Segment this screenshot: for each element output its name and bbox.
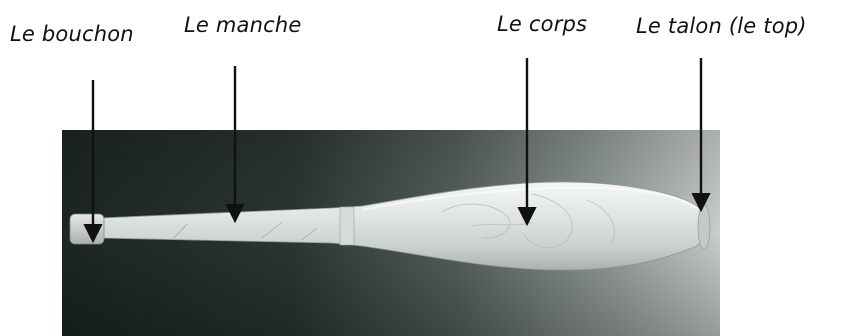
club-knob [698,205,710,249]
club-end-cap [70,214,104,244]
label-talon: Le talon (le top) [636,14,807,38]
club-band [340,207,354,245]
label-corps: Le corps [497,12,587,36]
juggling-club-photo [62,130,720,336]
label-manche: Le manche [184,13,302,37]
label-bouchon: Le bouchon [10,22,134,46]
